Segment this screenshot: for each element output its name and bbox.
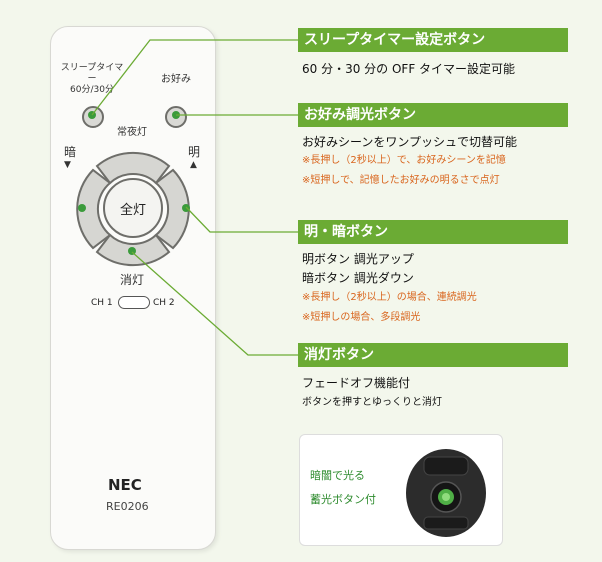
section-brightdark-desc-2: 暗ボタン 調光ダウン xyxy=(302,271,414,285)
off-glow-dot xyxy=(128,247,136,255)
section-brightdark-note-1: ※長押し（2秒以上）の場合、連続調光 xyxy=(302,292,477,303)
section-brightdark-desc-1: 明ボタン 調光アップ xyxy=(302,252,414,266)
section-off-header: 消灯ボタン xyxy=(298,343,568,367)
ch1-label: CH 1 xyxy=(91,298,113,308)
callout-line-brightdark xyxy=(185,206,298,233)
section-fav-header: お好み調光ボタン xyxy=(298,103,568,127)
bright-label: 明 xyxy=(187,145,200,159)
sleep-timer-label-line1: スリープタイマー xyxy=(60,63,124,84)
sleep-timer-label: スリープタイマー 60分/30分 xyxy=(60,63,124,96)
full-light-label: 全灯 xyxy=(119,202,146,218)
ch2-label: CH 2 xyxy=(153,298,175,308)
glow-button-inset: 暗闇で光る 蓄光ボタン付 xyxy=(299,434,503,546)
inset-text-line1: 暗闇で光る xyxy=(310,469,365,482)
section-sleep-desc: 60 分・30 分の OFF タイマー設定可能 xyxy=(302,62,516,76)
bright-glow-dot xyxy=(182,204,190,212)
section-fav-desc: お好みシーンをワンプッシュで切替可能 xyxy=(302,135,518,149)
section-fav-note-2: ※短押しで、記憶したお好みの明るさで点灯 xyxy=(302,175,500,186)
section-off-desc-2: ボタンを押すとゆっくりと消灯 xyxy=(302,397,442,408)
callout-line-off xyxy=(131,251,298,356)
section-off-desc-1: フェードオフ機能付 xyxy=(302,376,411,390)
channel-switch[interactable] xyxy=(118,296,150,309)
dark-arrow-icon: ▼ xyxy=(64,160,71,170)
section-brightdark-header: 明・暗ボタン xyxy=(298,220,568,244)
bright-arrow-icon: ▲ xyxy=(190,160,197,170)
section-fav-note-1: ※長押し（2秒以上）で、お好みシーンを記憶 xyxy=(302,155,506,166)
dark-label: 暗 xyxy=(63,145,76,159)
fav-label: お好み xyxy=(161,74,191,85)
model-number: RE0206 xyxy=(106,500,149,513)
night-light-button[interactable] xyxy=(95,151,171,185)
off-label: 消灯 xyxy=(119,273,144,287)
dark-button[interactable] xyxy=(76,168,112,250)
section-sleep-header: スリープタイマー設定ボタン xyxy=(298,28,568,52)
inset-text-line2: 蓄光ボタン付 xyxy=(310,493,376,506)
section-brightdark-note-2: ※短押しの場合、多段調光 xyxy=(302,312,421,323)
dark-glow-dot xyxy=(78,204,86,212)
brand-logo: NEC xyxy=(108,476,142,494)
remote-control xyxy=(50,26,216,550)
night-light-label: 常夜灯 xyxy=(117,127,147,138)
glow-button-photo xyxy=(396,443,494,539)
full-light-button[interactable]: 全灯 xyxy=(103,178,163,238)
bright-button[interactable] xyxy=(154,168,190,250)
callout-line-sleep xyxy=(91,39,298,116)
sleep-timer-label-line2: 60分/30分 xyxy=(70,85,114,95)
